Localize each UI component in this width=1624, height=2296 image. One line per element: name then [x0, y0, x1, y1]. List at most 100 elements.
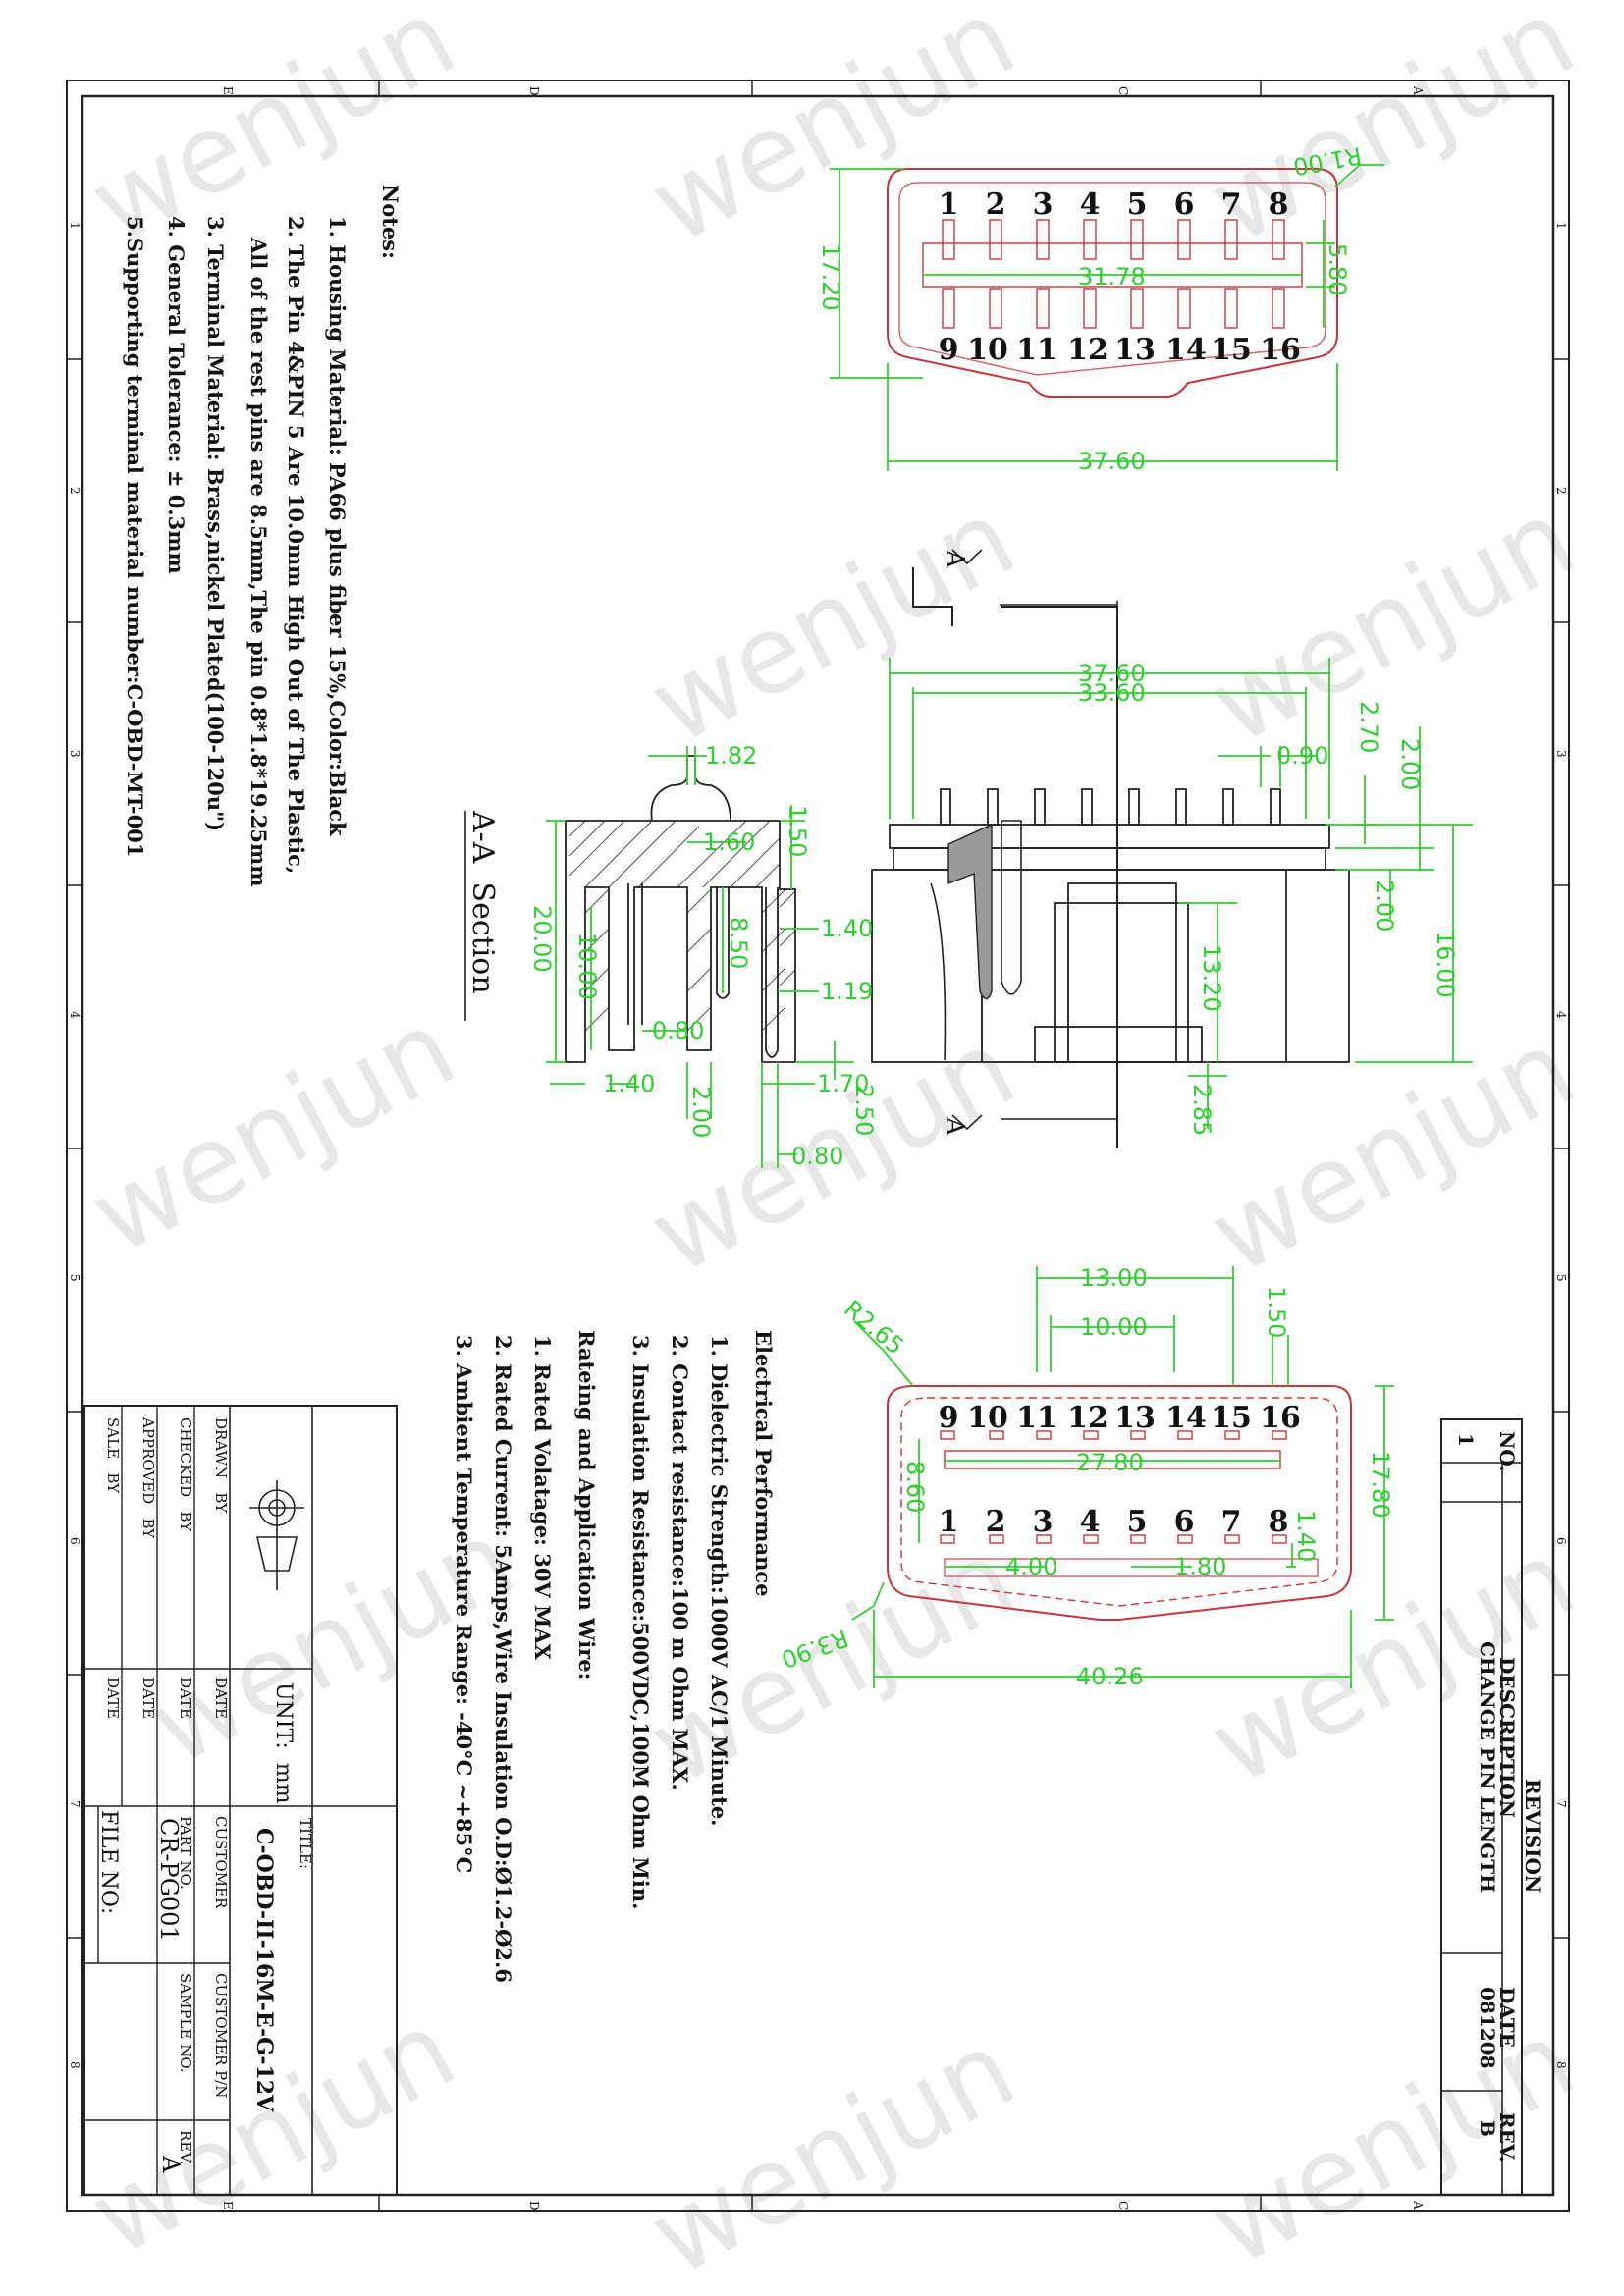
dim-200a: 2.00: [1396, 738, 1424, 790]
drawing-title: C-OBD-II-16M-E-G-12V: [251, 1828, 277, 2112]
pin-number: 1: [939, 1505, 959, 1539]
zone-letter: C: [1116, 2201, 1130, 2210]
dim-080b: 0.80: [791, 1143, 843, 1170]
pin-number: 14: [1165, 1401, 1207, 1435]
approved-by-label: APPROVED BY: [139, 1416, 157, 1539]
dim-w2: 33.60: [1078, 679, 1146, 707]
electrical-line: 3. Insulation Resistance:500VDC,100M Ohm…: [628, 1335, 653, 1909]
bottom-view: 9 10 11 12 13 14 15 16 1 2 3 4 5 6 7 8: [778, 1264, 1394, 1690]
dim-250: 2.50: [850, 1084, 878, 1136]
section-view: A-A Section: [464, 742, 878, 1170]
dim-182: 1.82: [705, 742, 757, 770]
zone-number: 1: [68, 222, 81, 230]
customer-pn-label: CUSTOMER P/N: [212, 1973, 230, 2098]
note-line: 4. General Tolerance: ± 0.3mm: [164, 216, 189, 574]
revision-col-rev: REV.: [1495, 2112, 1519, 2163]
zone-number: 6: [68, 1537, 81, 1545]
rating-title: Rateing and Application Wire:: [574, 1330, 599, 1680]
date-label: DATE: [212, 1677, 230, 1719]
pin-number: 10: [967, 333, 1008, 367]
dim-160: 1.60: [703, 828, 755, 856]
pin-number: 4: [1080, 1505, 1101, 1539]
dim-w: 40.26: [1076, 1663, 1144, 1690]
pin-number: 8: [1269, 1505, 1289, 1539]
dim-170: 1.70: [817, 1070, 869, 1097]
sheet-border: E D C B A E D C A 1 2 3 4 5 6 7 8 1 2 3 …: [66, 80, 1570, 2212]
pin-number: 13: [1114, 1401, 1156, 1435]
notes-block: Notes: 1. Housing Material: PA66 plus fi…: [123, 185, 403, 886]
dim-span: 27.80: [1076, 1449, 1144, 1476]
zone-number: 5: [68, 1274, 81, 1282]
date-label: DATE: [104, 1677, 122, 1719]
date-label: DATE: [177, 1677, 194, 1719]
section-mark: A: [940, 1116, 969, 1137]
revision-row-rev: B: [1476, 2120, 1499, 2137]
zone-number: 6: [1554, 1537, 1568, 1545]
pin-number: 12: [1067, 333, 1109, 367]
pin-number: 7: [1221, 1505, 1242, 1539]
zone-letter: A: [1411, 2200, 1425, 2210]
pin-number: 16: [1260, 1401, 1301, 1435]
pin-number: 2: [986, 187, 1006, 222]
electrical-line: 1. Dielectric Strength:1000V AC/1 Minute…: [707, 1335, 731, 1827]
pin-number: 7: [1221, 187, 1242, 222]
zone-number: 3: [68, 750, 81, 758]
dim-10: 10.00: [1080, 1313, 1148, 1341]
notes-title: Notes:: [378, 185, 403, 259]
zone-number: 3: [1554, 750, 1568, 758]
dim-860: 8.60: [901, 1461, 929, 1513]
dim-285: 2.85: [1188, 1084, 1216, 1136]
dim-pitch-span: 31.78: [1078, 263, 1146, 291]
pin-number: 6: [1174, 1505, 1195, 1539]
pin-number: 14: [1165, 333, 1207, 367]
revision-row-date: 081208: [1476, 1987, 1499, 2069]
pin-number: 3: [1033, 187, 1054, 222]
customer-label: CUSTOMER: [212, 1816, 230, 1909]
dim-140a: 1.40: [821, 915, 873, 942]
date-label: DATE: [139, 1677, 157, 1719]
pin-number: 15: [1211, 333, 1252, 367]
zone-letter: E: [221, 2201, 235, 2210]
pin-number: 8: [1269, 187, 1289, 222]
zone-number: 7: [68, 1800, 81, 1808]
rating-line: 2. Rated Current: 5Amps,Wire Insulation …: [491, 1335, 515, 1983]
dim-width: 37.60: [1078, 448, 1146, 475]
zone-number: 8: [1554, 2061, 1568, 2069]
title-block: DRAWN BY CHECKED BY APPROVED BY SALE BY …: [83, 1405, 398, 2196]
revision-table: REVISION NO. DESCRIPTION DATE REV. 1 CHA…: [1440, 1418, 1544, 2196]
pin-number: 9: [939, 333, 959, 367]
note-line: 2. The Pin 4&PIN 5 Are 10.0mm High Out o…: [284, 216, 308, 874]
electrical-title: Electrical Performance: [751, 1330, 776, 1597]
electrical-line: 2. Contact resistance:100 m Ohm MAX.: [668, 1335, 692, 1790]
title-label: TITLE:: [297, 1818, 314, 1869]
section-arrow: [951, 549, 983, 1131]
bottom-view-pin-slots: [940, 1430, 1287, 1544]
dim-13: 13.00: [1080, 1264, 1148, 1292]
top-view-pin-slots: [942, 219, 1285, 329]
pin-number: 5: [1127, 187, 1148, 222]
dim-h: 17.80: [1367, 1451, 1394, 1519]
dim-140: 1.40: [1292, 1510, 1320, 1562]
pin-number: 1: [939, 187, 959, 222]
dim-270: 2.70: [1355, 701, 1382, 753]
projection-symbol: [249, 1480, 304, 1590]
zone-number: 7: [1554, 1800, 1568, 1808]
zone-letter: E: [221, 86, 235, 95]
zone-letter: C: [1116, 86, 1130, 95]
dim-150: 1.50: [784, 805, 811, 857]
section-mark: A: [940, 549, 969, 569]
dim-150: 1.50: [1263, 1286, 1290, 1338]
dim-119: 1.19: [821, 978, 873, 1005]
revision-row-desc: CHANGE PIN LENGTH: [1476, 1641, 1499, 1893]
dim-w1: 37.60: [1078, 660, 1146, 687]
pin-number: 11: [1016, 333, 1057, 367]
pin-number: 16: [1260, 333, 1301, 367]
file-no-label: FILE NO:: [96, 1810, 121, 1914]
pin-number: 9: [939, 1401, 959, 1435]
drawn-by-label: DRAWN BY: [212, 1417, 230, 1514]
pin-number: 13: [1114, 333, 1156, 367]
note-line: 3. Terminal Material: Brass,nickel Plate…: [203, 216, 228, 831]
revision-col-no: NO.: [1495, 1431, 1519, 1472]
section-label: A-A Section: [465, 810, 500, 994]
zone-letter: A: [1411, 85, 1425, 95]
